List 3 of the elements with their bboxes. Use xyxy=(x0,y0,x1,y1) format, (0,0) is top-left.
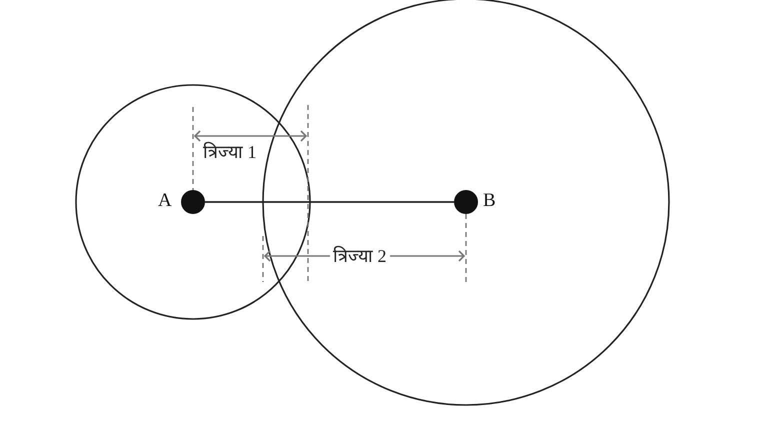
connecting-line xyxy=(205,201,454,203)
point-label: B xyxy=(483,191,496,211)
point-label: A xyxy=(158,191,172,211)
